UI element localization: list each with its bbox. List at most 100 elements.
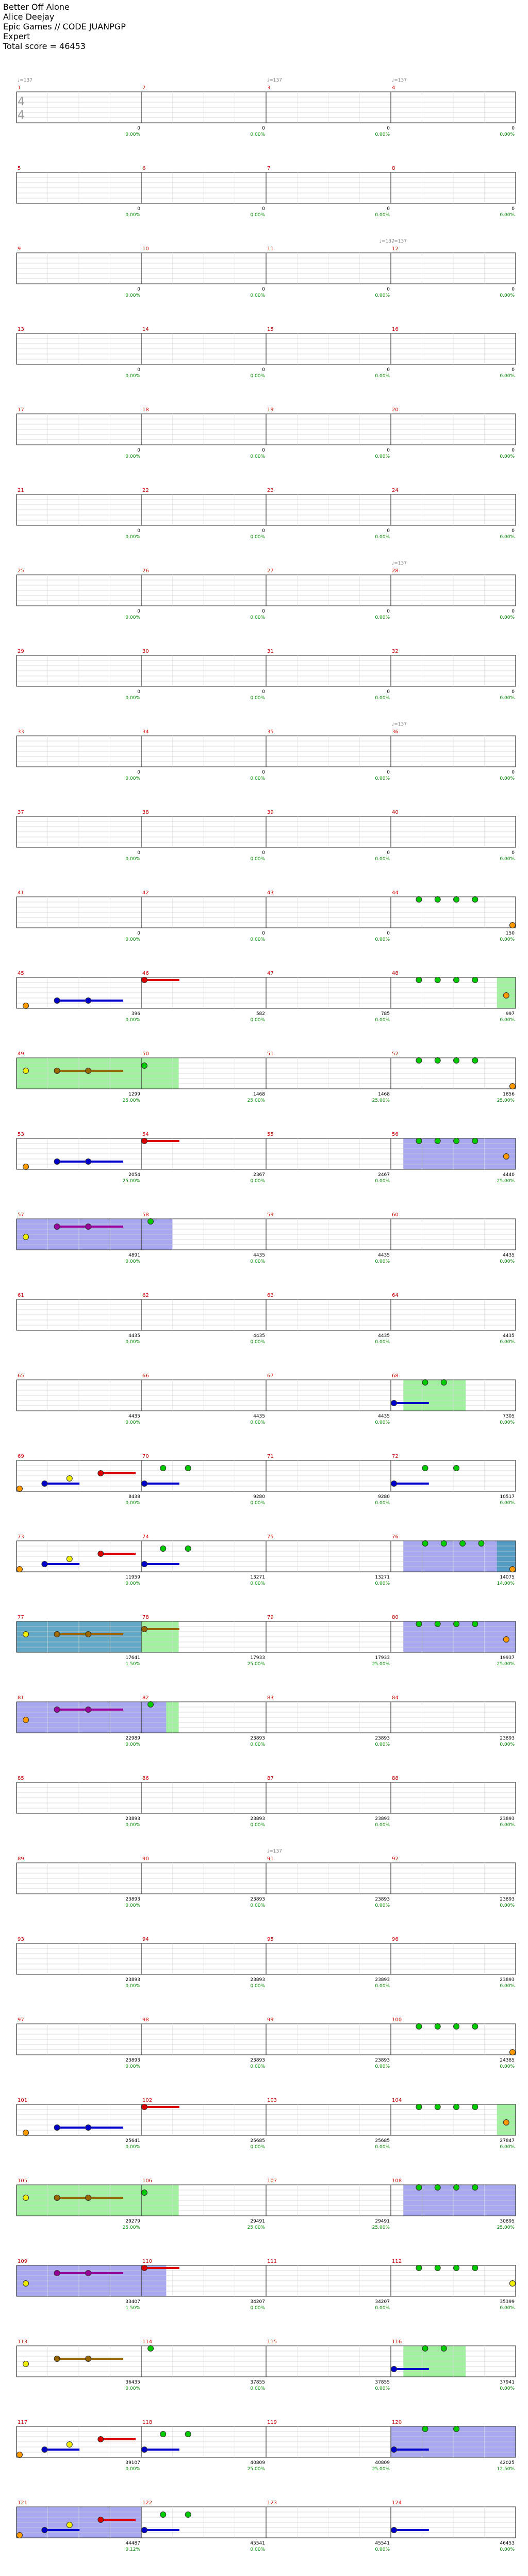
measure-number: 114 xyxy=(142,2339,152,2345)
measure-number: 25 xyxy=(18,568,24,574)
measure-score: 0 xyxy=(512,206,515,212)
measure-score: 23893 xyxy=(250,1816,265,1822)
measure-percent: 0.00% xyxy=(125,615,140,620)
measure-number: 10 xyxy=(142,246,149,252)
measure-number: 30 xyxy=(142,649,149,654)
measure-number: 22 xyxy=(142,488,149,493)
measure-number: 11 xyxy=(267,246,274,252)
measure-score: 0 xyxy=(512,367,515,373)
measure-number: 67 xyxy=(267,1373,274,1379)
note xyxy=(185,2431,191,2437)
measure-number: 32 xyxy=(392,649,399,654)
measure-percent: 0.00% xyxy=(250,1581,265,1586)
measure-score: 4435 xyxy=(253,1333,265,1339)
measure-number: 63 xyxy=(267,1293,274,1298)
note xyxy=(472,2265,478,2271)
measure-score: 34207 xyxy=(375,2299,390,2305)
note xyxy=(54,2195,60,2201)
measure-percent: 0.00% xyxy=(250,2064,265,2069)
measure-percent: 0.00% xyxy=(375,776,390,781)
chart-row xyxy=(16,1621,516,1653)
note xyxy=(23,2361,29,2367)
measure-number: 86 xyxy=(142,1776,149,1781)
measure-score: 0 xyxy=(137,287,140,292)
measure-number: 108 xyxy=(392,2178,402,2184)
measure-score: 23893 xyxy=(375,1897,390,1902)
measure-number: 110 xyxy=(142,2259,152,2264)
note xyxy=(472,896,478,903)
measure-percent: 0.00% xyxy=(375,1984,390,1989)
measure-score: 0 xyxy=(262,689,265,695)
measure-number: 47 xyxy=(267,971,274,976)
note xyxy=(478,1540,485,1547)
measure-percent: 0.00% xyxy=(500,1823,515,1828)
measure-number: 29 xyxy=(18,649,24,654)
measure-score: 23893 xyxy=(125,2058,140,2063)
note xyxy=(54,1158,60,1165)
measure-number: 105 xyxy=(18,2178,27,2184)
note xyxy=(185,1465,191,1471)
chart-row xyxy=(16,91,516,123)
measure-score: 0 xyxy=(387,287,390,292)
tempo-marker: ♩=137 xyxy=(18,78,32,83)
measure-score: 785 xyxy=(381,1011,390,1017)
measure-score: 13271 xyxy=(250,1575,265,1580)
total-score: Total score = 46453 xyxy=(3,41,86,51)
measure-score: 25685 xyxy=(375,2138,390,2144)
note xyxy=(453,1621,459,1627)
measure-percent: 0.00% xyxy=(500,1903,515,1908)
measure-percent: 0.00% xyxy=(125,857,140,862)
measure-score: 0 xyxy=(137,206,140,212)
measure-score: 4435 xyxy=(503,1253,515,1258)
note xyxy=(23,1717,29,1723)
measure-number: 70 xyxy=(142,1454,149,1459)
measure-percent: 0.00% xyxy=(125,535,140,540)
song-difficulty: Expert xyxy=(3,31,30,41)
measure-number: 4 xyxy=(392,85,395,91)
measure-number: 13 xyxy=(18,327,24,332)
measure-number: 77 xyxy=(18,1615,24,1620)
measure-number: 35 xyxy=(267,729,274,735)
note xyxy=(391,1400,397,1406)
measure-percent: 0.00% xyxy=(250,213,265,218)
measure-percent: 0.00% xyxy=(375,374,390,379)
note xyxy=(160,2431,167,2437)
measure-number: 117 xyxy=(18,2420,27,2425)
note xyxy=(23,2130,29,2136)
measure-number: 1 xyxy=(18,85,21,91)
measure-percent: 14.00% xyxy=(497,1581,515,1586)
note xyxy=(141,1062,147,1069)
chart-row xyxy=(16,2184,516,2216)
note xyxy=(185,2511,191,2518)
note xyxy=(54,2270,60,2276)
note xyxy=(141,2527,147,2533)
note xyxy=(54,1068,60,1074)
measure-score: 0 xyxy=(137,609,140,614)
chart-row xyxy=(16,2345,516,2377)
measure-percent: 0.00% xyxy=(500,293,515,298)
measure-percent: 0.00% xyxy=(250,2145,265,2150)
note xyxy=(141,2104,147,2110)
measure-score: 0 xyxy=(262,126,265,131)
measure-score: 25641 xyxy=(125,2138,140,2144)
measure-number: 55 xyxy=(267,1132,274,1137)
measure-percent: 0.00% xyxy=(375,213,390,218)
note xyxy=(85,2270,92,2276)
measure-score: 0 xyxy=(262,287,265,292)
measure-score: 0 xyxy=(387,126,390,131)
measure-percent: 0.12% xyxy=(125,2547,140,2552)
note xyxy=(160,1465,167,1471)
measure-percent: 0.00% xyxy=(375,1420,390,1425)
measure-percent: 0.00% xyxy=(375,2145,390,2150)
measure-score: 30895 xyxy=(500,2219,515,2224)
measure-score: 4435 xyxy=(128,1333,140,1339)
measure-percent: 0.00% xyxy=(375,857,390,862)
measure-score: 0 xyxy=(262,931,265,936)
measure-percent: 0.00% xyxy=(500,2145,515,2150)
measure-number: 121 xyxy=(18,2500,27,2506)
measure-score: 46453 xyxy=(500,2541,515,2546)
note xyxy=(509,922,516,928)
measure-score: 36435 xyxy=(125,2380,140,2385)
measure-percent: 25.00% xyxy=(123,2225,141,2230)
measure-number: 19 xyxy=(267,407,274,413)
